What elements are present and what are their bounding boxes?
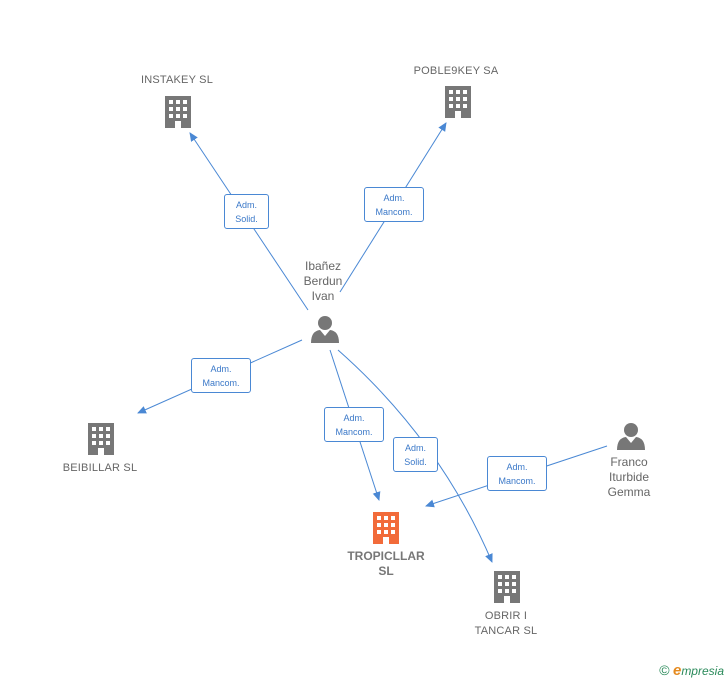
node-label-beibillar[interactable]: BEIBILLAR SL — [62, 462, 138, 474]
node-label-obrir[interactable]: OBRIR I TANCAR SL — [474, 610, 538, 637]
building-icon[interactable] — [494, 571, 520, 603]
node-label-franco[interactable]: Franco Iturbide Gemma — [607, 455, 651, 499]
node-label-poble9key[interactable]: POBLE9KEY SA — [413, 65, 499, 77]
building-icon[interactable] — [165, 96, 191, 128]
copyright-icon: © — [659, 662, 670, 678]
edge-label-franco-tropicllar: Adm. Mancom. — [487, 456, 547, 491]
empresia-watermark: © empresia — [659, 662, 724, 679]
building-icon[interactable] — [88, 423, 114, 455]
node-label-ibanez[interactable]: Ibañez Berdun Ivan — [303, 259, 343, 303]
node-label-instakey[interactable]: INSTAKEY SL — [140, 74, 214, 86]
node-label-tropicllar[interactable]: TROPICLLAR SL — [347, 549, 425, 578]
edge-label-ibanez-tropicllar: Adm. Mancom. — [324, 407, 384, 442]
building-icon[interactable] — [445, 86, 471, 118]
edge-label-ibanez-beibillar: Adm. Mancom. — [191, 358, 251, 393]
building-icon-focus[interactable] — [373, 512, 399, 544]
edge-label-ibanez-instakey: Adm. Solid. — [224, 194, 269, 229]
person-icon[interactable] — [617, 423, 645, 450]
person-icon[interactable] — [311, 316, 339, 343]
brand-text: mpresia — [681, 664, 724, 678]
edge-label-ibanez-poble9key: Adm. Mancom. — [364, 187, 424, 222]
edge-label-ibanez-obrir: Adm. Solid. — [393, 437, 438, 472]
brand-e: e — [672, 662, 682, 679]
